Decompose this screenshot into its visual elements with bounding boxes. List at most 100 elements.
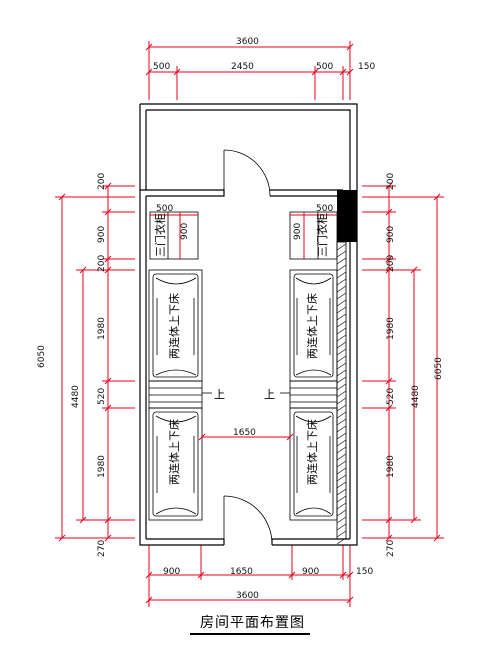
entrance-door xyxy=(223,495,273,545)
dim-top-seg3: 500 xyxy=(316,62,333,72)
stair-left-label: 上 xyxy=(214,388,225,401)
wardrobe-right-label: 三门衣柜 xyxy=(315,213,329,257)
hatch-line xyxy=(336,453,347,461)
dim-right-overall: 6050 xyxy=(434,357,444,380)
hatch-line xyxy=(336,537,347,545)
dim-right-bed2: 1980 xyxy=(386,455,396,478)
title-underline xyxy=(190,633,310,635)
dim-left-bed2: 1980 xyxy=(97,455,107,478)
hatch-line xyxy=(336,460,347,468)
hatch-line xyxy=(336,530,347,538)
structural-column xyxy=(337,190,357,242)
dim-bottom-overall: 3600 xyxy=(236,591,259,601)
hatch-line xyxy=(336,474,347,482)
dim-bottom-seg1: 900 xyxy=(163,567,180,577)
hatch-line xyxy=(336,516,347,524)
wardrobe-right-depth: 900 xyxy=(293,223,303,240)
hatch-line xyxy=(336,292,347,300)
aisle-dimension: 1650 xyxy=(198,428,294,441)
wardrobe-left: 500 900 三门衣柜 xyxy=(149,204,199,260)
hatch-line xyxy=(336,383,347,391)
hatch-line xyxy=(336,376,347,384)
dim-right-top: 200 xyxy=(386,173,396,190)
bed-left-upper-label: 两连体上下床 xyxy=(167,293,181,359)
hatch-line xyxy=(336,523,347,531)
dim-left-bottom: 270 xyxy=(97,540,107,557)
dim-left-bed1: 1980 xyxy=(97,317,107,340)
hatch-line xyxy=(336,397,347,405)
stair-right: 上 xyxy=(264,380,338,409)
hatch-line xyxy=(336,432,347,440)
stair-left: 上 xyxy=(148,380,225,409)
hatch-line xyxy=(336,481,347,489)
hatch-line xyxy=(336,299,347,307)
bed-right-lower-label: 两连体上下床 xyxy=(305,419,319,485)
wardrobe-left-depth: 900 xyxy=(180,223,190,240)
hatch-line xyxy=(336,404,347,412)
dim-right-gap: 200 xyxy=(386,255,396,272)
dim-bottom-seg4: 150 xyxy=(356,567,373,577)
stair-right-label: 上 xyxy=(264,388,275,401)
hatch-line xyxy=(336,327,347,335)
bunk-bed-right-upper: 两连体上下床 xyxy=(289,269,338,382)
bed-left-lower-label: 两连体上下床 xyxy=(167,419,181,485)
hatch-line xyxy=(336,348,347,356)
hatch-line xyxy=(336,509,347,517)
dim-top-seg1: 500 xyxy=(153,62,170,72)
wardrobe-right: 500 900 三门衣柜 xyxy=(289,204,338,260)
walls xyxy=(139,103,358,546)
dim-bottom-seg3: 900 xyxy=(302,567,319,577)
dim-left-ladder: 520 xyxy=(97,388,107,405)
dim-right-wardrobe: 900 xyxy=(386,226,396,243)
hatch-line xyxy=(336,341,347,349)
hatch-line xyxy=(336,250,347,258)
dim-right-bottom: 270 xyxy=(386,540,396,557)
upper-door xyxy=(223,149,271,197)
hatch-line xyxy=(336,243,347,251)
bottom-dimensions: 900 1650 900 150 3600 xyxy=(145,545,373,607)
right-dimensions: 6050 4480 200 900 200 1980 520 1980 270 xyxy=(362,173,444,557)
dim-right-ladder: 520 xyxy=(386,388,396,405)
wardrobe-left-width: 500 xyxy=(156,204,173,214)
hatch-line xyxy=(336,439,347,447)
hatch-line xyxy=(336,285,347,293)
hatch-line xyxy=(336,495,347,503)
hatch-line xyxy=(336,313,347,321)
dim-bottom-seg2: 1650 xyxy=(230,567,253,577)
dim-top-seg2: 2450 xyxy=(231,62,254,72)
dim-left-overall: 6050 xyxy=(37,345,47,368)
bunk-bed-right-lower: 两连体上下床 xyxy=(289,407,338,521)
hatch-line xyxy=(336,488,347,496)
dim-right-bed1: 1980 xyxy=(386,317,396,340)
hatch-line xyxy=(336,306,347,314)
hatch-line xyxy=(336,425,347,433)
hatch-line xyxy=(336,278,347,286)
wardrobe-right-width: 500 xyxy=(316,204,333,214)
bunk-bed-left-upper: 两连体上下床 xyxy=(148,269,203,382)
bunk-bed-left-lower: 两连体上下床 xyxy=(148,407,203,521)
hatch-line xyxy=(336,446,347,454)
top-dimensions: 3600 500 2450 500 150 xyxy=(145,37,375,100)
hatched-wall xyxy=(336,241,347,545)
hatch-line xyxy=(336,369,347,377)
hatch-line xyxy=(336,411,347,419)
dim-top-overall: 3600 xyxy=(236,37,259,47)
drawing-title: 房间平面布置图 xyxy=(200,615,305,631)
left-dimensions: 6050 4480 200 900 200 1980 520 1980 270 xyxy=(37,173,135,557)
dim-left-wardrobe: 900 xyxy=(97,226,107,243)
hatch-line xyxy=(336,257,347,265)
dim-left-top: 200 xyxy=(97,173,107,190)
hatch-line xyxy=(336,264,347,272)
aisle-width: 1650 xyxy=(233,428,256,438)
wardrobe-left-label: 三门衣柜 xyxy=(153,213,167,257)
hatch-line xyxy=(336,271,347,279)
hatch-line xyxy=(336,355,347,363)
hatch-line xyxy=(336,334,347,342)
dim-left-beds-total: 4480 xyxy=(71,385,81,408)
hatch-line xyxy=(336,467,347,475)
dim-left-gap: 200 xyxy=(97,255,107,272)
dim-right-beds-total: 4480 xyxy=(411,385,421,408)
dim-top-seg4: 150 xyxy=(358,62,375,72)
hatch-line xyxy=(336,502,347,510)
